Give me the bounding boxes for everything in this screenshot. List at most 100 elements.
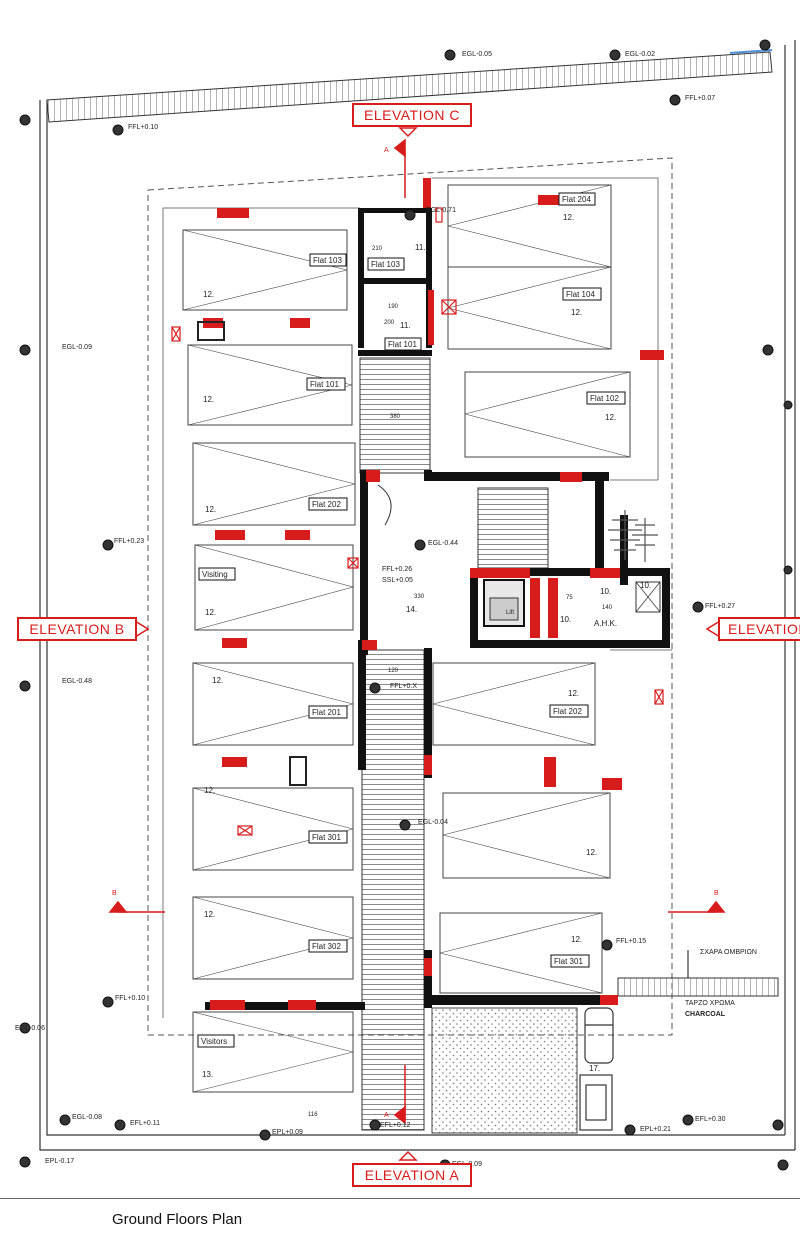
label-flat301-left: Flat 301 [312, 833, 341, 842]
note-charcoal: CHARCOAL [685, 1011, 726, 1018]
room-number: 11. [400, 321, 411, 330]
dim: 120 [388, 668, 399, 674]
note-color: ΤΑΡΖΟ ΧΡΩΜΑ [685, 1000, 735, 1007]
elevation-arrows [134, 127, 721, 1161]
door-swing [377, 484, 392, 526]
level-label: EGL-0.08 [72, 1114, 102, 1121]
site-boundary [39, 40, 796, 1151]
label-visiting-top: Visiting [202, 570, 228, 579]
room-number: 12. [586, 848, 597, 857]
elevation-b-label: ELEVATION B [17, 617, 137, 641]
level-label: EPL+0.21 [640, 1126, 671, 1133]
room-number: 17. [589, 1064, 600, 1073]
room-number: 11. [415, 243, 426, 252]
room-number: 12. [563, 213, 574, 222]
room-number: 10. [640, 581, 651, 590]
level-label: EGL-0.44 [428, 540, 458, 547]
marker-a-top: A [384, 147, 389, 154]
room-number: 10. [600, 587, 611, 596]
fixture-box [289, 756, 307, 786]
label-flat302: Flat 302 [312, 942, 341, 951]
level-label: FFL+0.07 [685, 95, 715, 102]
room-number: 12. [203, 290, 214, 299]
level-label: EGL-0.06 [15, 1025, 45, 1032]
marker-b-right: B [714, 890, 719, 897]
parking-bays [182, 184, 631, 1093]
label-flat103-mid: Flat 103 [371, 260, 400, 269]
elevation-c-label: ELEVATION C [352, 103, 472, 127]
level-label: EGL-0.09 [62, 344, 92, 351]
room-numbers: 12. 12. 12. 12. 12. 12. 12. 12. 12. 12. … [202, 213, 651, 1079]
room-number: 13. [202, 1070, 213, 1079]
level-label: FFL+0.15 [616, 938, 646, 945]
label-flat102: Flat 102 [590, 394, 619, 403]
level-label: FFL+0.23 [114, 538, 144, 545]
label-visitors-bot: Visitors [201, 1037, 227, 1046]
elevation-a-label: ELEVATION A [352, 1163, 472, 1187]
room-number: 14. [406, 605, 417, 614]
level-points [19, 39, 793, 1171]
room-number: 12. [571, 935, 582, 944]
elevation-d-label: ELEVATION [718, 617, 800, 641]
section-markers [108, 138, 726, 1125]
flat-labels: Flat 103 Flat 103 Flat 101 Flat 204 Flat… [197, 192, 626, 1048]
label-flat202-right: Flat 202 [553, 707, 582, 716]
building-dashed-outline [147, 157, 673, 1036]
level-label: EFL+0.12 [380, 1122, 411, 1129]
level-label: SSL+0.05 [382, 577, 413, 584]
notes: ΣΧΑΡΑ ΟΜΒΡΙΩΝ ΤΑΡΖΟ ΧΡΩΜΑ CHARCOAL [685, 949, 757, 1018]
level-label: FFL+0.10 [115, 995, 145, 1002]
level-label: FFL+0.27 [705, 603, 735, 610]
dim: 380 [390, 414, 401, 420]
label-flat204: Flat 204 [562, 195, 591, 204]
room-number: 12. [204, 910, 215, 919]
dim: 200 [384, 320, 395, 326]
drawing-title: Ground Floors Plan [112, 1211, 243, 1228]
level-label: EPL-0.17 [45, 1158, 74, 1165]
marker-a-bottom: A [384, 1112, 389, 1119]
level-label: FFL+0.26 [382, 566, 412, 573]
room-number: 12. [205, 608, 216, 617]
central-ramp [359, 357, 549, 1131]
label-flat103-left: Flat 103 [313, 256, 342, 265]
room-number: 12. [568, 689, 579, 698]
section-letters: A A B B [112, 147, 719, 1119]
grating-strip [617, 977, 779, 997]
label-flat101-left: Flat 101 [310, 380, 339, 389]
lift-shaft [483, 579, 661, 627]
dim: 75 [566, 595, 573, 601]
label-flat104: Flat 104 [566, 290, 595, 299]
room-number: 12. [571, 308, 582, 317]
note-grating: ΣΧΑΡΑ ΟΜΒΡΙΩΝ [700, 949, 757, 956]
label-flat201-left: Flat 201 [312, 708, 341, 717]
level-label: EGL-0.71 [426, 207, 456, 214]
level-label: EGL-0.02 [625, 51, 655, 58]
room-number: 12. [205, 505, 216, 514]
level-label: FFL+0.X [390, 683, 417, 690]
paved-area [431, 1007, 578, 1134]
level-label: EFL+0.11 [130, 1120, 160, 1127]
level-label: EGL-0.04 [418, 819, 448, 826]
room-number: 12. [203, 395, 214, 404]
room-number: 10. [560, 615, 571, 624]
dim: 116 [308, 1112, 318, 1118]
label-ahk: A.H.K. [594, 619, 617, 628]
level-label: EPL+0.09 [272, 1129, 303, 1136]
marker-b-left: B [112, 890, 117, 897]
dim: 210 [372, 246, 383, 252]
dim: 140 [602, 605, 613, 611]
level-label: FFL+0.10 [128, 124, 158, 131]
wc-fixture [197, 321, 225, 341]
car-symbol [579, 1007, 614, 1131]
label-lift: Lift [506, 610, 514, 616]
level-label: EGL-0.05 [462, 51, 492, 58]
level-label: EFL+0.30 [695, 1116, 726, 1123]
title-separator [0, 1198, 800, 1199]
room-number: 12. [212, 676, 223, 685]
label-flat202-left: Flat 202 [312, 500, 341, 509]
dim: 330 [414, 594, 425, 600]
fixture-tags [171, 207, 664, 836]
dim: 190 [388, 304, 399, 310]
label-flat301-right: Flat 301 [554, 957, 583, 966]
